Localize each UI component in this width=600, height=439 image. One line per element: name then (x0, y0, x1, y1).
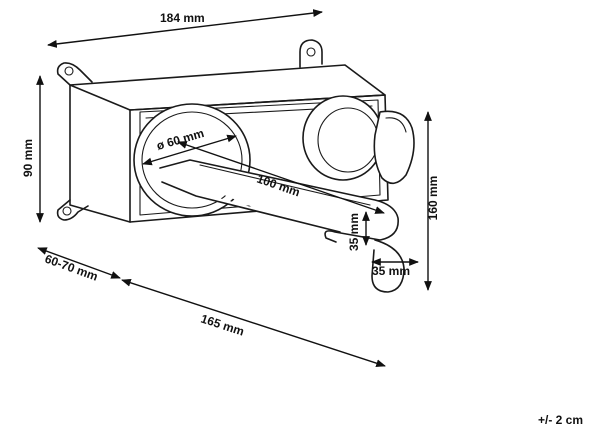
label-spout-width: 35 mm (372, 264, 410, 278)
dim-line-100 (177, 141, 385, 214)
handle (302, 95, 415, 185)
dim-line-184 (47, 9, 323, 48)
label-spout-reach: 165 mm (199, 312, 246, 339)
tolerance-note: +/- 2 cm (538, 413, 583, 427)
label-depth-box: 60-70 mm (43, 252, 100, 284)
label-height-box: 90 mm (21, 139, 35, 177)
dim-line-60-70 (37, 247, 121, 279)
label-total-height: 160 mm (426, 176, 440, 221)
dim-line-165 (121, 279, 386, 367)
label-spout-height: 35 mm (347, 213, 361, 251)
label-width-box: 184 mm (160, 11, 205, 25)
dimension-lines (36, 9, 432, 367)
